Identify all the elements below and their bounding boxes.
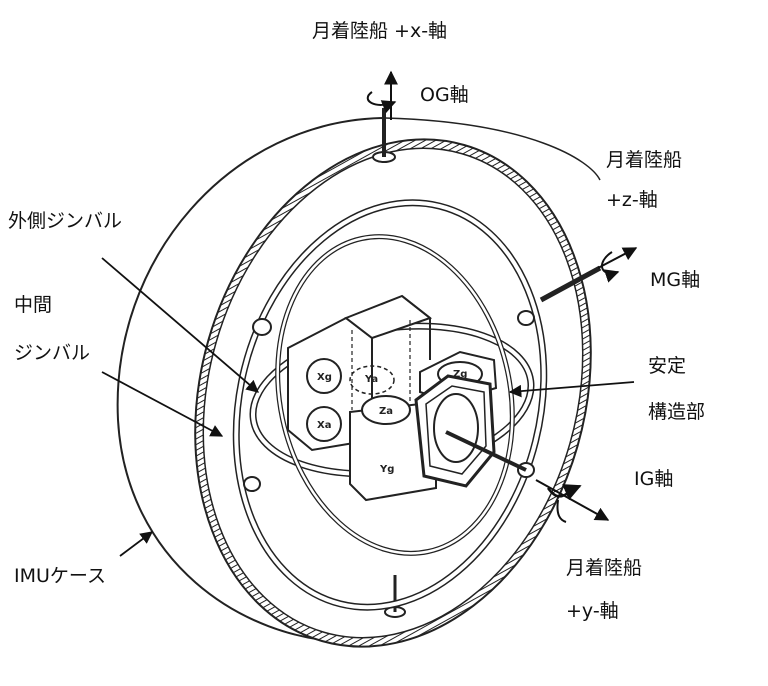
imu-case-label: IMUケース [14, 565, 106, 587]
stable-member-label-line1: 安定 [648, 355, 687, 377]
stable-member-leader [508, 381, 635, 398]
pivot-right [517, 310, 535, 326]
za-sensor [361, 395, 411, 425]
z-axis-label-line2: +z-軸 [606, 189, 658, 211]
imu-case-leader [119, 531, 154, 557]
x-axis-label: 月着陸船 +x-軸 [312, 20, 448, 42]
ig-rotation-tail [556, 499, 567, 523]
y-axis-label-line1: 月着陸船 [566, 557, 643, 579]
imu-case-shell-inner [384, 117, 601, 181]
xg-label: Xg [317, 372, 332, 383]
middle-gimbal-label-line2: ジンバル [14, 342, 91, 364]
outer-gimbal-ring [232, 199, 548, 611]
za-label: Za [379, 406, 393, 417]
pivot-left [252, 318, 272, 336]
mg-axis-label: MG軸 [650, 269, 701, 291]
z-axis-arrow [597, 247, 638, 269]
og-axis-label: OG軸 [420, 84, 469, 106]
xa-label: Xa [317, 420, 331, 431]
xa-sensor [306, 406, 342, 442]
stable-member-label-line2: 構造部 [648, 401, 706, 423]
zg-label: Zg [453, 369, 467, 380]
mg-rotation-arrow [601, 251, 620, 283]
inner-gimbal-ring [275, 234, 515, 556]
outer-gimbal-leader [101, 257, 259, 393]
y-axis-label-line2: +y-軸 [566, 600, 619, 622]
yg-label: Yg [379, 464, 394, 475]
imu-case-shell [116, 117, 386, 644]
outer-gimbal-label: 外側ジンバル [8, 210, 123, 232]
z-axis-label-line1: 月着陸船 [606, 149, 683, 171]
middle-gimbal-leader [101, 371, 224, 437]
mg-axis-shaft [539, 265, 602, 303]
ya-sensor [349, 365, 395, 395]
ig-axis-shaft [445, 430, 527, 472]
stable-member: Xg Xa Ya Za Zg Yg [287, 294, 527, 502]
xg-sensor [306, 358, 342, 394]
pivot-lower-left [243, 476, 261, 492]
og-rotation-arrow [366, 91, 397, 114]
middle-gimbal-label-line1: 中間 [14, 294, 53, 316]
ya-label: Ya [364, 374, 378, 385]
ig-axis-label: IG軸 [634, 468, 674, 490]
ig-rotation-arrow [546, 484, 582, 501]
